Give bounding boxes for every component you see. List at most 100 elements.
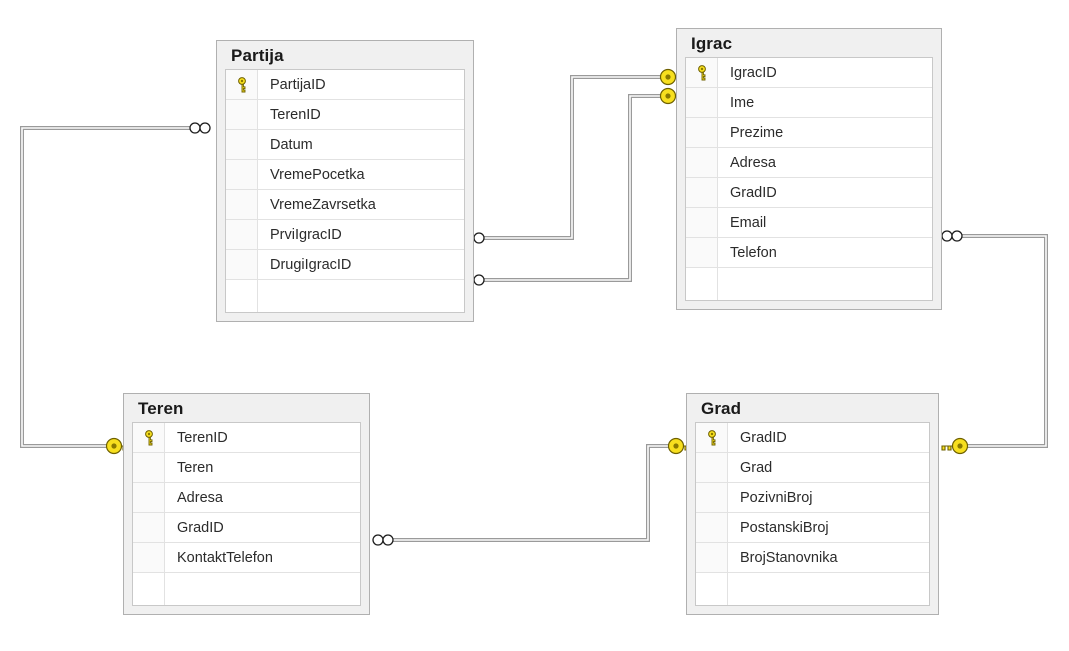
primary-key-cell xyxy=(686,148,718,177)
entity-igrac[interactable]: Igrac IgracID Ime Prezime xyxy=(676,28,942,310)
field-row[interactable]: Datum xyxy=(226,130,464,160)
primary-key-cell xyxy=(226,250,258,279)
field-name: IgracID xyxy=(730,64,777,81)
primary-key-cell xyxy=(686,238,718,267)
primary-key-cell xyxy=(226,220,258,249)
field-row-empty xyxy=(133,573,360,605)
field-name: Adresa xyxy=(730,154,776,171)
field-name: Telefon xyxy=(730,244,777,261)
field-row[interactable]: Prezime xyxy=(686,118,932,148)
relationship-partija-igrac-prvi[interactable] xyxy=(474,75,666,240)
field-row[interactable]: PartijaID xyxy=(226,70,464,100)
field-row-empty xyxy=(686,268,932,300)
primary-key-cell xyxy=(133,423,165,452)
primary-key-cell xyxy=(133,483,165,512)
key-icon xyxy=(697,64,706,80)
field-name: KontaktTelefon xyxy=(177,549,273,566)
field-row[interactable]: GradID xyxy=(686,178,932,208)
field-name: Datum xyxy=(270,136,313,153)
field-row[interactable]: Email xyxy=(686,208,932,238)
primary-key-cell xyxy=(686,178,718,207)
field-row[interactable]: Adresa xyxy=(133,483,360,513)
primary-key-cell xyxy=(133,513,165,542)
field-name: DrugiIgracID xyxy=(270,256,352,273)
primary-key-cell xyxy=(696,453,728,482)
relationship-teren-grad[interactable] xyxy=(378,444,674,542)
relationship-partija-igrac-drugi[interactable] xyxy=(474,94,666,282)
field-name: Adresa xyxy=(177,489,223,506)
entity-teren[interactable]: Teren TerenID Teren Adresa xyxy=(123,393,370,615)
field-name: Teren xyxy=(177,459,214,476)
entity-title-grad: Grad xyxy=(701,399,742,418)
field-row[interactable]: GradID xyxy=(696,423,929,453)
field-name: Prezime xyxy=(730,124,784,141)
entity-fields-igrac: IgracID Ime Prezime Adresa GradID Email xyxy=(685,57,933,301)
cardinality-many-igrac-grad xyxy=(941,230,963,242)
primary-key-cell xyxy=(686,88,718,117)
primary-key-cell xyxy=(696,513,728,542)
field-row[interactable]: GradID xyxy=(133,513,360,543)
entity-fields-partija: PartijaID TerenID Datum VremePocetka Vre… xyxy=(225,69,465,313)
field-name: Email xyxy=(730,214,767,231)
primary-key-cell xyxy=(133,573,165,605)
field-row[interactable]: VremePocetka xyxy=(226,160,464,190)
field-row[interactable]: Grad xyxy=(696,453,929,483)
primary-key-cell xyxy=(226,130,258,159)
entity-title-partija: Partija xyxy=(231,46,284,65)
field-row[interactable]: IgracID xyxy=(686,58,932,88)
primary-key-cell xyxy=(686,58,718,87)
field-row[interactable]: VremeZavrsetka xyxy=(226,190,464,220)
field-row-empty xyxy=(226,280,464,312)
field-name: Grad xyxy=(740,459,773,476)
field-row[interactable]: TerenID xyxy=(226,100,464,130)
primary-key-cell xyxy=(696,543,728,572)
primary-key-cell xyxy=(696,423,728,452)
field-row[interactable]: TerenID xyxy=(133,423,360,453)
primary-key-cell xyxy=(226,190,258,219)
primary-key-cell xyxy=(226,280,258,312)
field-name: Ime xyxy=(730,94,755,111)
field-row[interactable]: PozivniBroj xyxy=(696,483,929,513)
entity-title-teren: Teren xyxy=(138,399,184,418)
field-name: PozivniBroj xyxy=(740,489,813,506)
relationship-igrac-grad[interactable] xyxy=(952,234,1048,448)
field-row[interactable]: PrviIgracID xyxy=(226,220,464,250)
field-row[interactable]: Teren xyxy=(133,453,360,483)
primary-key-cell xyxy=(226,160,258,189)
entity-grad[interactable]: Grad GradID Grad PozivniBroj xyxy=(686,393,939,615)
primary-key-cell xyxy=(696,483,728,512)
field-name: PartijaID xyxy=(270,76,326,93)
entity-title-igrac: Igrac xyxy=(691,34,733,53)
primary-key-cell xyxy=(226,100,258,129)
entity-partija[interactable]: Partija PartijaID TerenID Datum xyxy=(216,40,474,322)
primary-key-cell xyxy=(696,573,728,605)
field-name: TerenID xyxy=(177,429,228,446)
field-name: PrviIgracID xyxy=(270,226,342,243)
field-row[interactable]: Ime xyxy=(686,88,932,118)
relationship-partija-teren[interactable] xyxy=(20,126,200,448)
primary-key-cell xyxy=(686,268,718,300)
primary-key-cell xyxy=(686,118,718,147)
key-icon xyxy=(707,429,716,445)
primary-key-cell xyxy=(226,70,258,99)
key-icon xyxy=(144,429,153,445)
field-row[interactable]: Adresa xyxy=(686,148,932,178)
primary-key-cell xyxy=(133,453,165,482)
primary-key-cell xyxy=(686,208,718,237)
cardinality-one-grad-right xyxy=(941,437,969,455)
field-row[interactable]: Telefon xyxy=(686,238,932,268)
cardinality-many-teren-grad xyxy=(372,534,394,546)
field-name: GradID xyxy=(177,519,224,536)
field-row[interactable]: BrojStanovnika xyxy=(696,543,929,573)
field-row[interactable]: PostanskiBroj xyxy=(696,513,929,543)
field-name: GradID xyxy=(740,429,787,446)
field-row-empty xyxy=(696,573,929,605)
field-name: BrojStanovnika xyxy=(740,549,838,566)
field-row[interactable]: DrugiIgracID xyxy=(226,250,464,280)
cardinality-many-partija-teren xyxy=(189,122,211,134)
field-row[interactable]: KontaktTelefon xyxy=(133,543,360,573)
field-name: GradID xyxy=(730,184,777,201)
field-name: VremeZavrsetka xyxy=(270,196,376,213)
entity-fields-teren: TerenID Teren Adresa GradID KontaktTelef… xyxy=(132,422,361,606)
